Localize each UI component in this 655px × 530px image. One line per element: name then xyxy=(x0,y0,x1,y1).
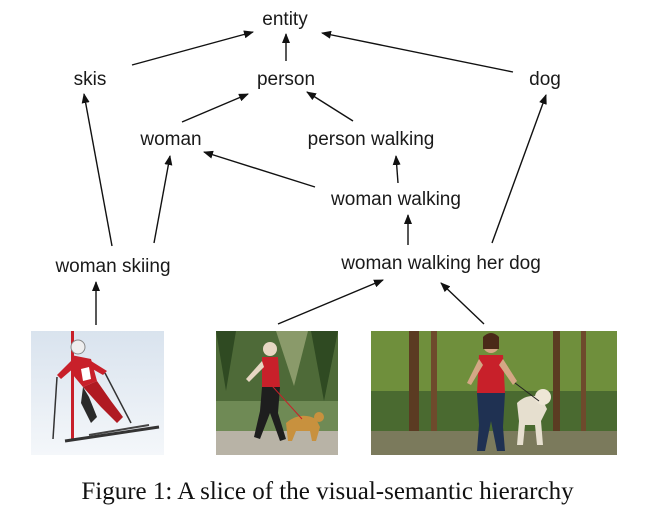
edge-woman-skiing-skis xyxy=(81,93,113,247)
node-person: person xyxy=(257,69,315,90)
hierarchy-diagram: entity skis person dog woman person walk… xyxy=(54,9,561,325)
hierarchy-edges xyxy=(81,30,547,325)
node-woman: woman xyxy=(139,129,201,150)
edge-photo-walking-dog-woman-walking-her-dog xyxy=(440,282,485,325)
hierarchy-nodes: entity skis person dog woman person walk… xyxy=(54,9,560,277)
node-woman-walking-her-dog: woman walking her dog xyxy=(340,253,541,274)
node-woman-skiing: woman skiing xyxy=(54,256,170,277)
edge-person-walking-person xyxy=(306,91,354,122)
node-skis: skis xyxy=(74,69,107,90)
edge-woman-person xyxy=(181,93,249,123)
node-dog: dog xyxy=(529,69,561,90)
photo-woman-walking xyxy=(216,331,338,455)
edge-skis-entity xyxy=(131,30,254,66)
node-person-walking: person walking xyxy=(308,129,435,150)
edge-woman-walking-person-walking xyxy=(392,155,401,184)
edge-woman-walking-her-dog-dog xyxy=(491,94,547,244)
edge-woman-walking-woman xyxy=(203,150,316,188)
photo-woman-walking-her-dog xyxy=(371,331,617,455)
edge-dog-entity xyxy=(321,30,514,73)
edge-photo-walking-woman-walking-her-dog xyxy=(277,279,384,325)
photo-woman-skiing xyxy=(31,331,164,455)
node-woman-walking: woman walking xyxy=(330,189,461,210)
edge-woman-skiing-woman xyxy=(153,155,173,244)
node-entity: entity xyxy=(262,9,308,30)
figure-caption: Figure 1: A slice of the visual-semantic… xyxy=(81,478,574,505)
